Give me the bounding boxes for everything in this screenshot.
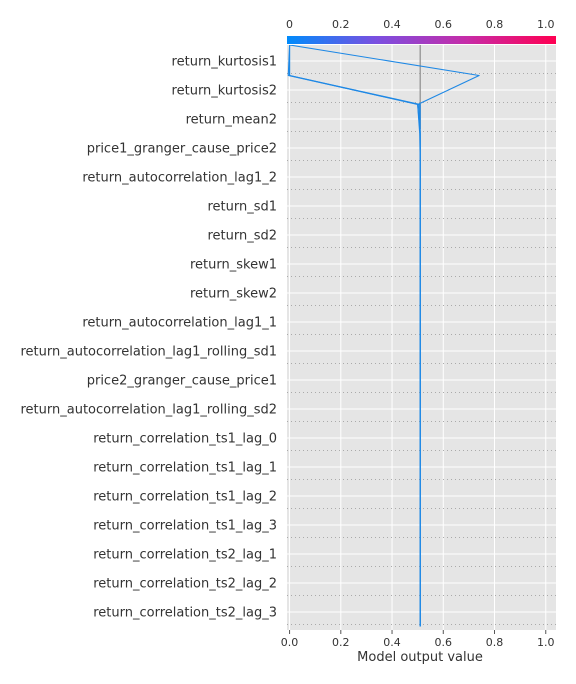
series-lines <box>287 45 480 627</box>
x-tick-label: 0.8 <box>486 636 504 649</box>
feature-label: return_correlation_ts2_lag_1 <box>93 548 277 563</box>
feature-label: return_skew1 <box>190 258 277 273</box>
x-tick-label: 1.0 <box>537 636 555 649</box>
x-tick-label: 0.2 <box>332 636 350 649</box>
x-axis-label: Model output value <box>357 650 483 665</box>
top-tick-label: 0 <box>286 18 293 31</box>
decision-line <box>289 45 421 627</box>
top-tick-label: 0.4 <box>383 18 401 31</box>
feature-labels: return_kurtosis1 return_kurtosis2 return_m… <box>21 55 278 621</box>
feature-label: return_sd2 <box>207 229 277 244</box>
feature-label: return_correlation_ts1_lag_2 <box>93 490 277 505</box>
feature-label: return_correlation_ts2_lag_3 <box>93 606 277 621</box>
feature-label: price2_granger_cause_price1 <box>87 374 277 389</box>
feature-label: return_skew2 <box>190 287 277 302</box>
feature-label: price1_granger_cause_price2 <box>87 142 277 157</box>
row-guide-lines <box>287 73 556 625</box>
feature-label: return_autocorrelation_lag1_rolling_sd1 <box>21 345 278 360</box>
top-axis-ticks: 0 0.2 0.4 0.6 0.8 1.0 <box>286 18 554 31</box>
plot-area <box>287 45 556 630</box>
top-tick-label: 0.8 <box>486 18 504 31</box>
bottom-axis-ticks: 0.0 0.2 0.4 0.6 0.8 1.0 <box>281 630 555 649</box>
x-tick-label: 0.4 <box>383 636 401 649</box>
colorbar <box>287 36 556 44</box>
feature-label: return_autocorrelation_lag1_2 <box>82 171 277 186</box>
feature-label: return_kurtosis2 <box>172 84 277 99</box>
grid-lines <box>287 45 556 630</box>
feature-label: return_correlation_ts1_lag_1 <box>93 461 277 476</box>
feature-label: return_autocorrelation_lag1_rolling_sd2 <box>21 403 278 418</box>
feature-label: return_mean2 <box>186 113 277 128</box>
feature-label: return_correlation_ts1_lag_0 <box>93 432 277 447</box>
feature-label: return_kurtosis1 <box>172 55 277 70</box>
top-tick-label: 1.0 <box>537 18 555 31</box>
x-tick-label: 0.6 <box>435 636 453 649</box>
feature-label: return_sd1 <box>207 200 277 215</box>
top-tick-label: 0.2 <box>332 18 350 31</box>
x-tick-label: 0.0 <box>281 636 299 649</box>
feature-label: return_autocorrelation_lag1_1 <box>82 316 277 331</box>
feature-label: return_correlation_ts1_lag_3 <box>93 519 277 534</box>
feature-label: return_correlation_ts2_lag_2 <box>93 577 277 592</box>
top-tick-label: 0.6 <box>435 18 453 31</box>
